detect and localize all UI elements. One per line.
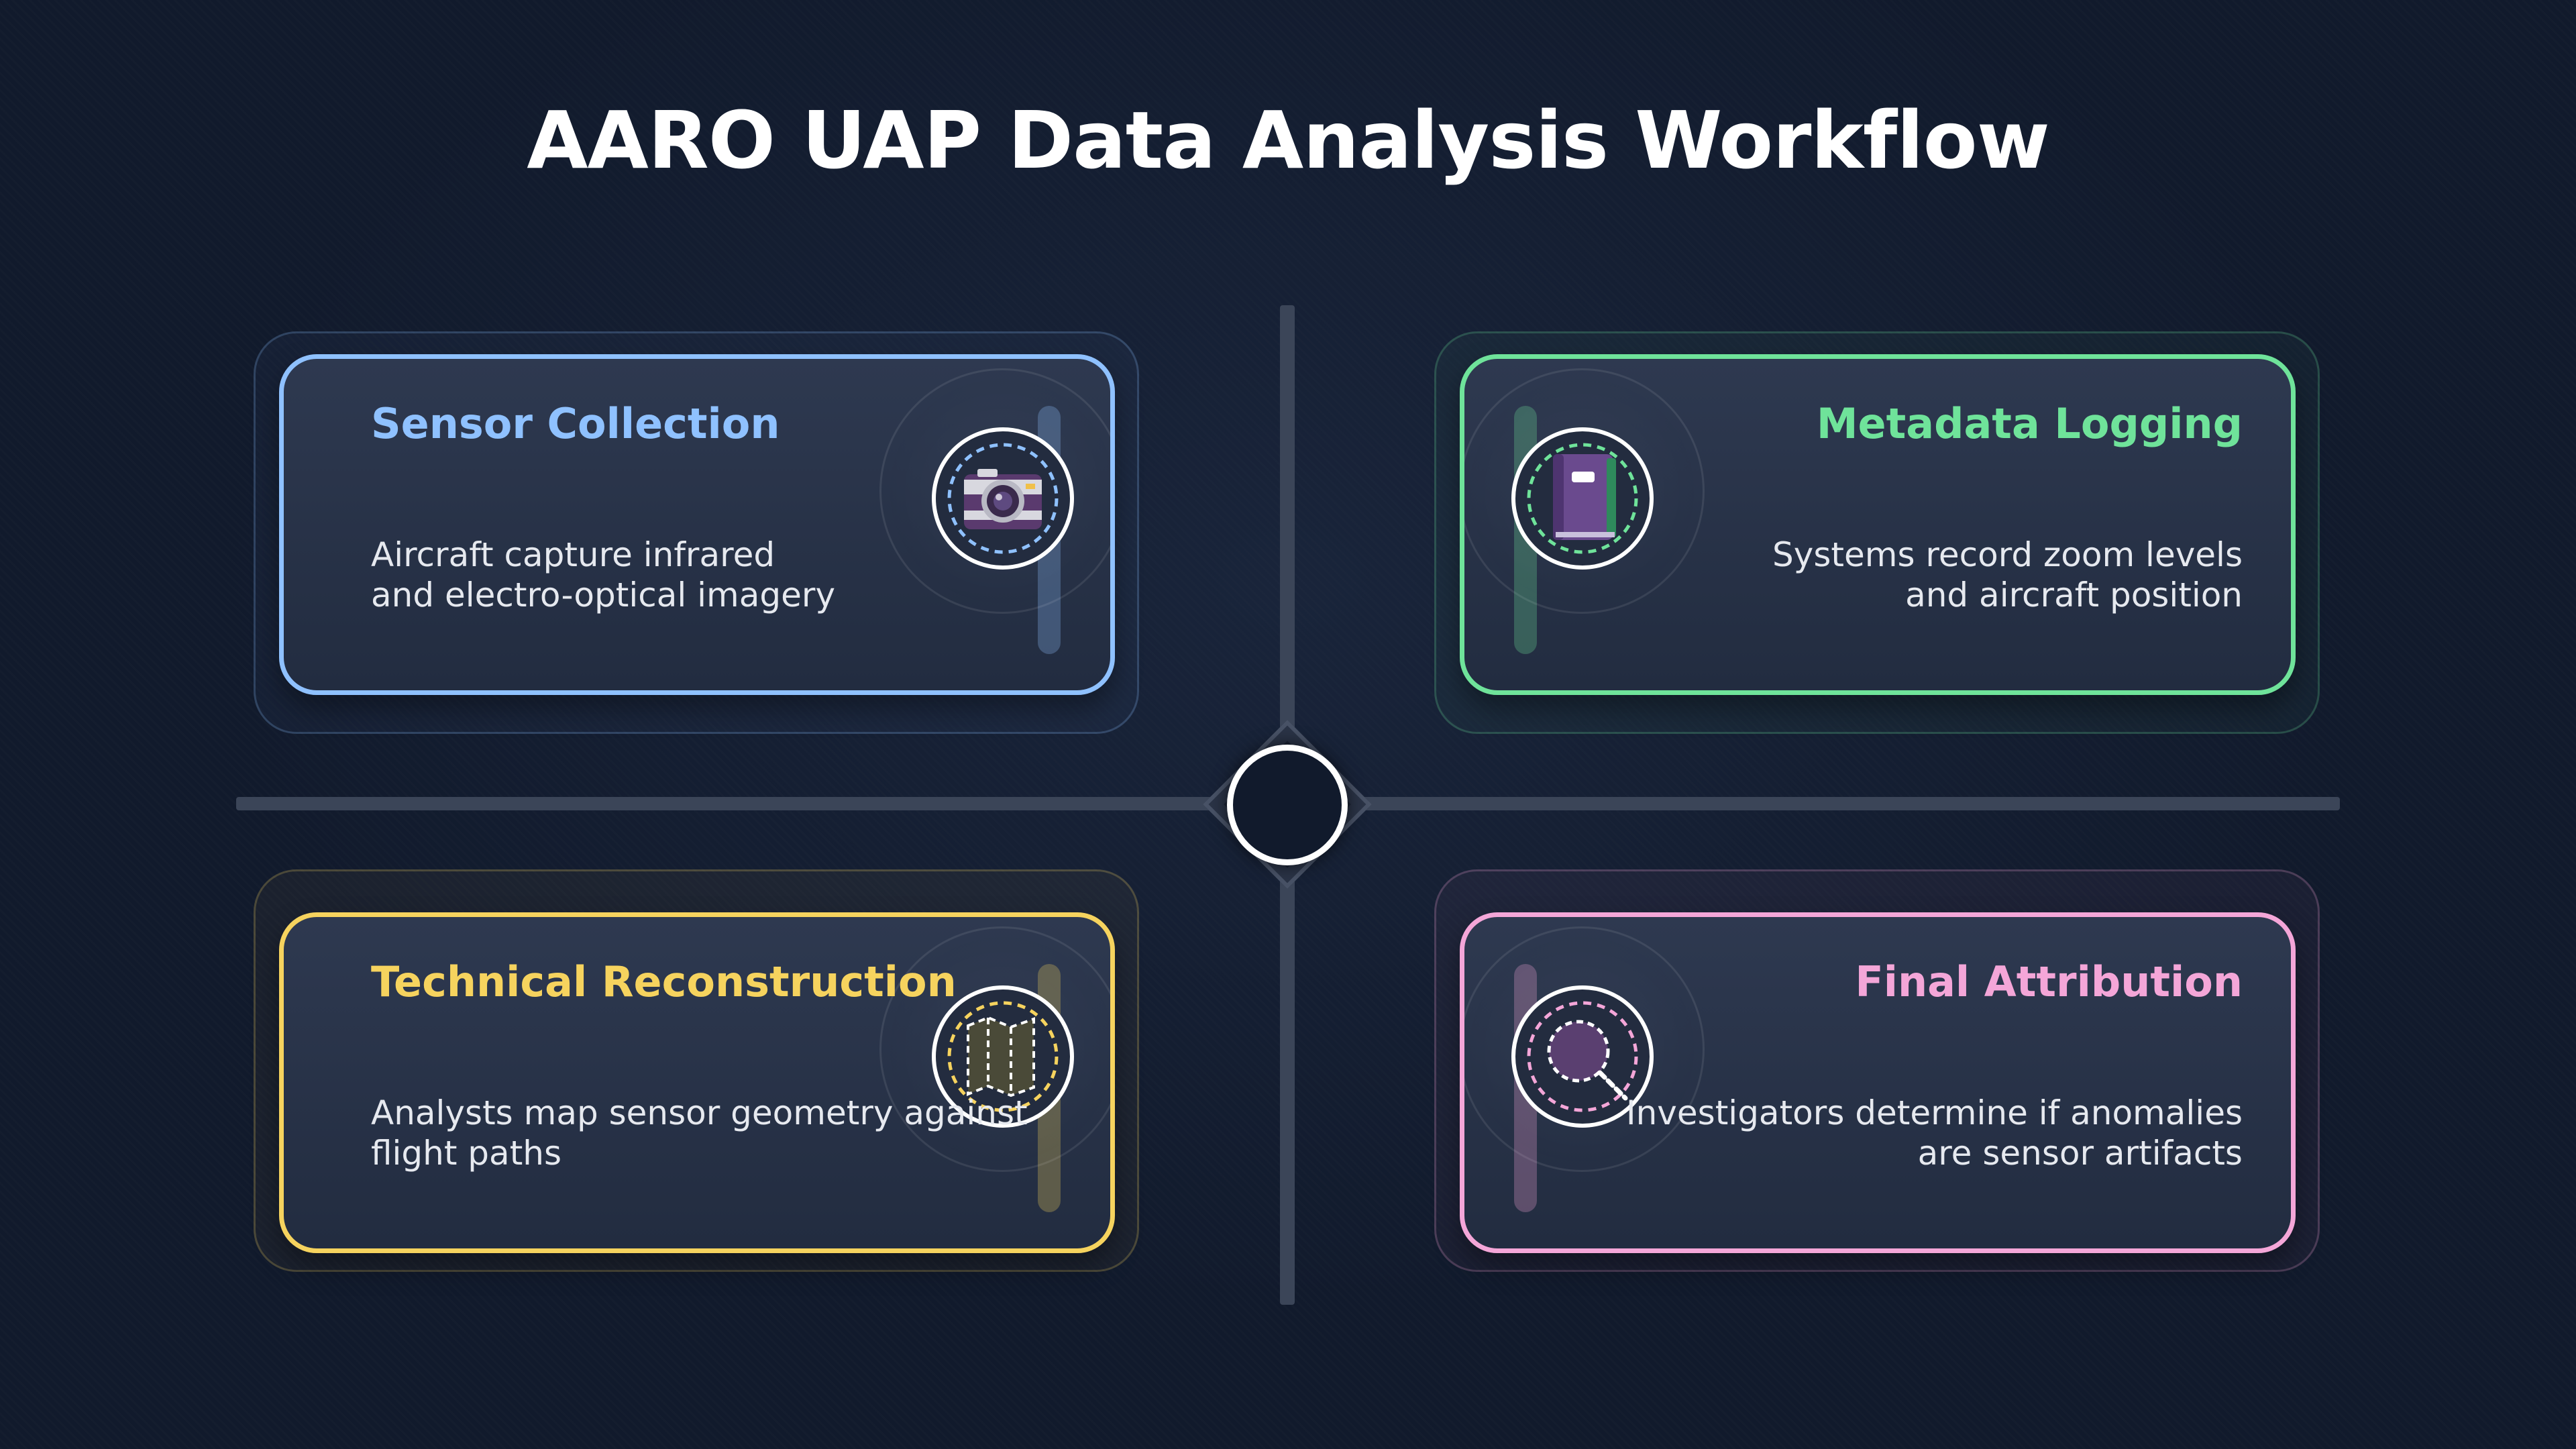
step-title: Technical Reconstruction (371, 957, 957, 1006)
step-description: Investigators determine if anomalies are… (1625, 1093, 2243, 1173)
step-card-sensor-collection: Sensor Collection Aircraft capture infra… (279, 354, 1115, 695)
camera-icon (932, 427, 1074, 570)
step-description: Analysts map sensor geometry against fli… (371, 1093, 1028, 1173)
hub-circle (1227, 745, 1348, 865)
step-description: Aircraft capture infrared and electro-op… (371, 535, 836, 614)
map-icon (932, 985, 1074, 1128)
magnifier-icon (1511, 985, 1654, 1128)
step-title: Metadata Logging (1816, 399, 2243, 448)
step-card-metadata-logging: Metadata Logging Systems record zoom lev… (1460, 354, 2296, 695)
step-card-technical-reconstruction: Technical Reconstruction Analysts map se… (279, 912, 1115, 1253)
notebook-icon (1511, 427, 1654, 570)
step-title: Sensor Collection (371, 399, 780, 448)
step-card-final-attribution: Final Attribution Investigators determin… (1460, 912, 2296, 1253)
step-description: Systems record zoom levels and aircraft … (1772, 535, 2243, 614)
page-title: AARO UAP Data Analysis Workflow (527, 94, 2050, 186)
step-title: Final Attribution (1855, 957, 2243, 1006)
